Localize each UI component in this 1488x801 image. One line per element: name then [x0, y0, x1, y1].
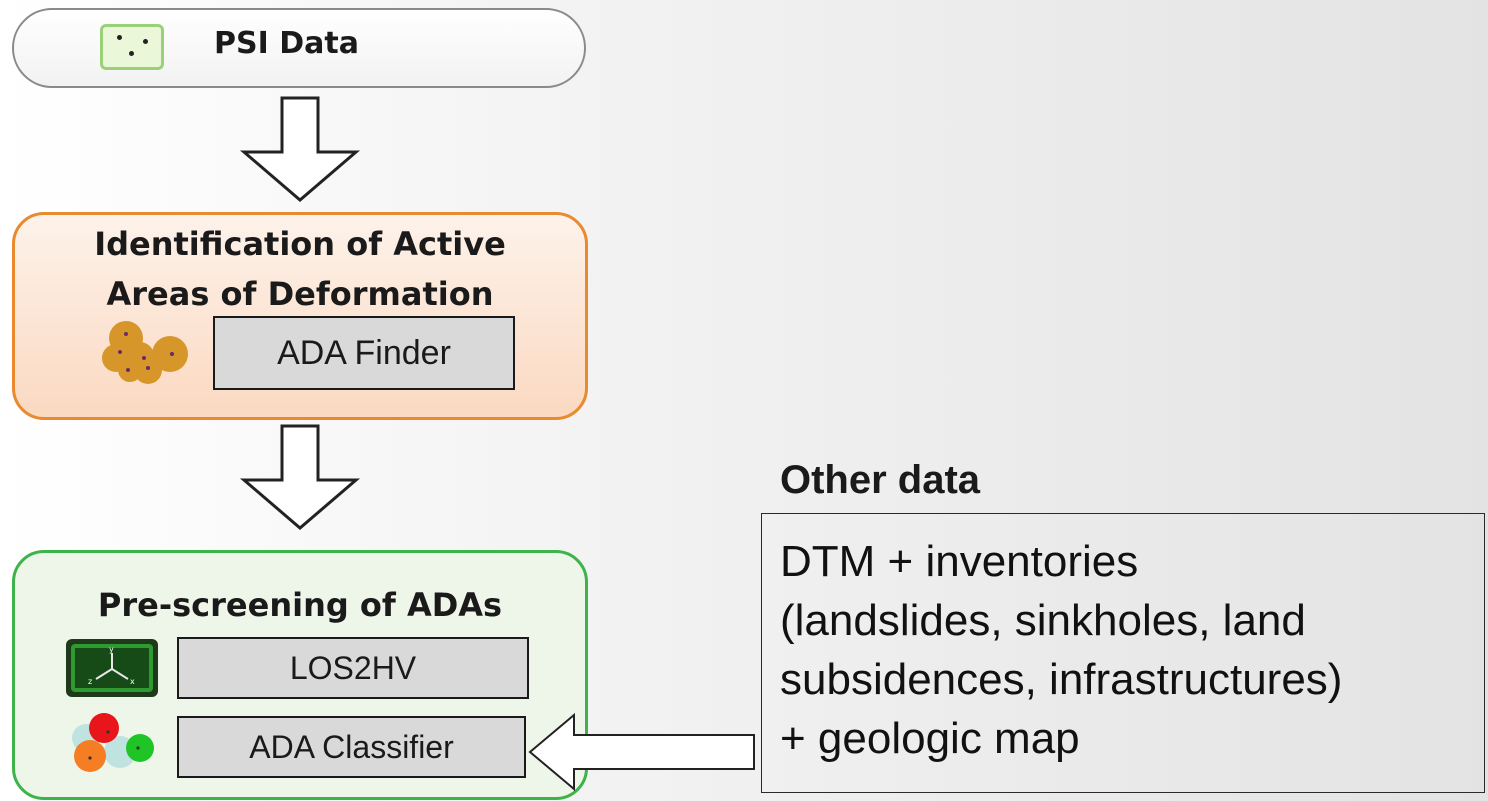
down-arrow-2	[239, 424, 361, 530]
left-arrow	[528, 712, 755, 792]
identification-title-line1: Identification of Active	[94, 225, 506, 263]
other-data-line: + geologic map	[780, 714, 1080, 763]
identification-title-line2: Areas of Deformation	[106, 275, 494, 313]
xyz-axes-icon: y z x	[66, 639, 158, 697]
ada-classifier-tool: ADA Classifier	[177, 716, 526, 778]
other-data-line: subsidences, infrastructures)	[780, 655, 1343, 704]
other-data-box	[761, 513, 1485, 793]
svg-text:z: z	[88, 677, 92, 686]
psi-data-label: PSI Data	[214, 26, 359, 61]
clustered-circles-icon	[102, 321, 188, 384]
other-data-label: Other data	[780, 458, 981, 502]
down-arrow-1	[239, 96, 361, 202]
scatter-points-icon	[100, 24, 164, 70]
colored-circles-icon	[72, 713, 154, 772]
los2hv-tool: LOS2HV	[177, 637, 529, 699]
other-data-text: DTM + inventories (landslides, sinkholes…	[780, 532, 1480, 768]
ada-finder-tool: ADA Finder	[213, 316, 515, 390]
other-data-line: (landslides, sinkholes, land	[780, 596, 1306, 645]
identification-stage-title: Identification of Active Areas of Deform…	[30, 219, 570, 319]
other-data-line: DTM + inventories	[780, 537, 1139, 586]
svg-text:x: x	[130, 677, 135, 686]
prescreening-stage-title: Pre-screening of ADAs	[97, 586, 503, 624]
svg-text:y: y	[109, 645, 114, 654]
